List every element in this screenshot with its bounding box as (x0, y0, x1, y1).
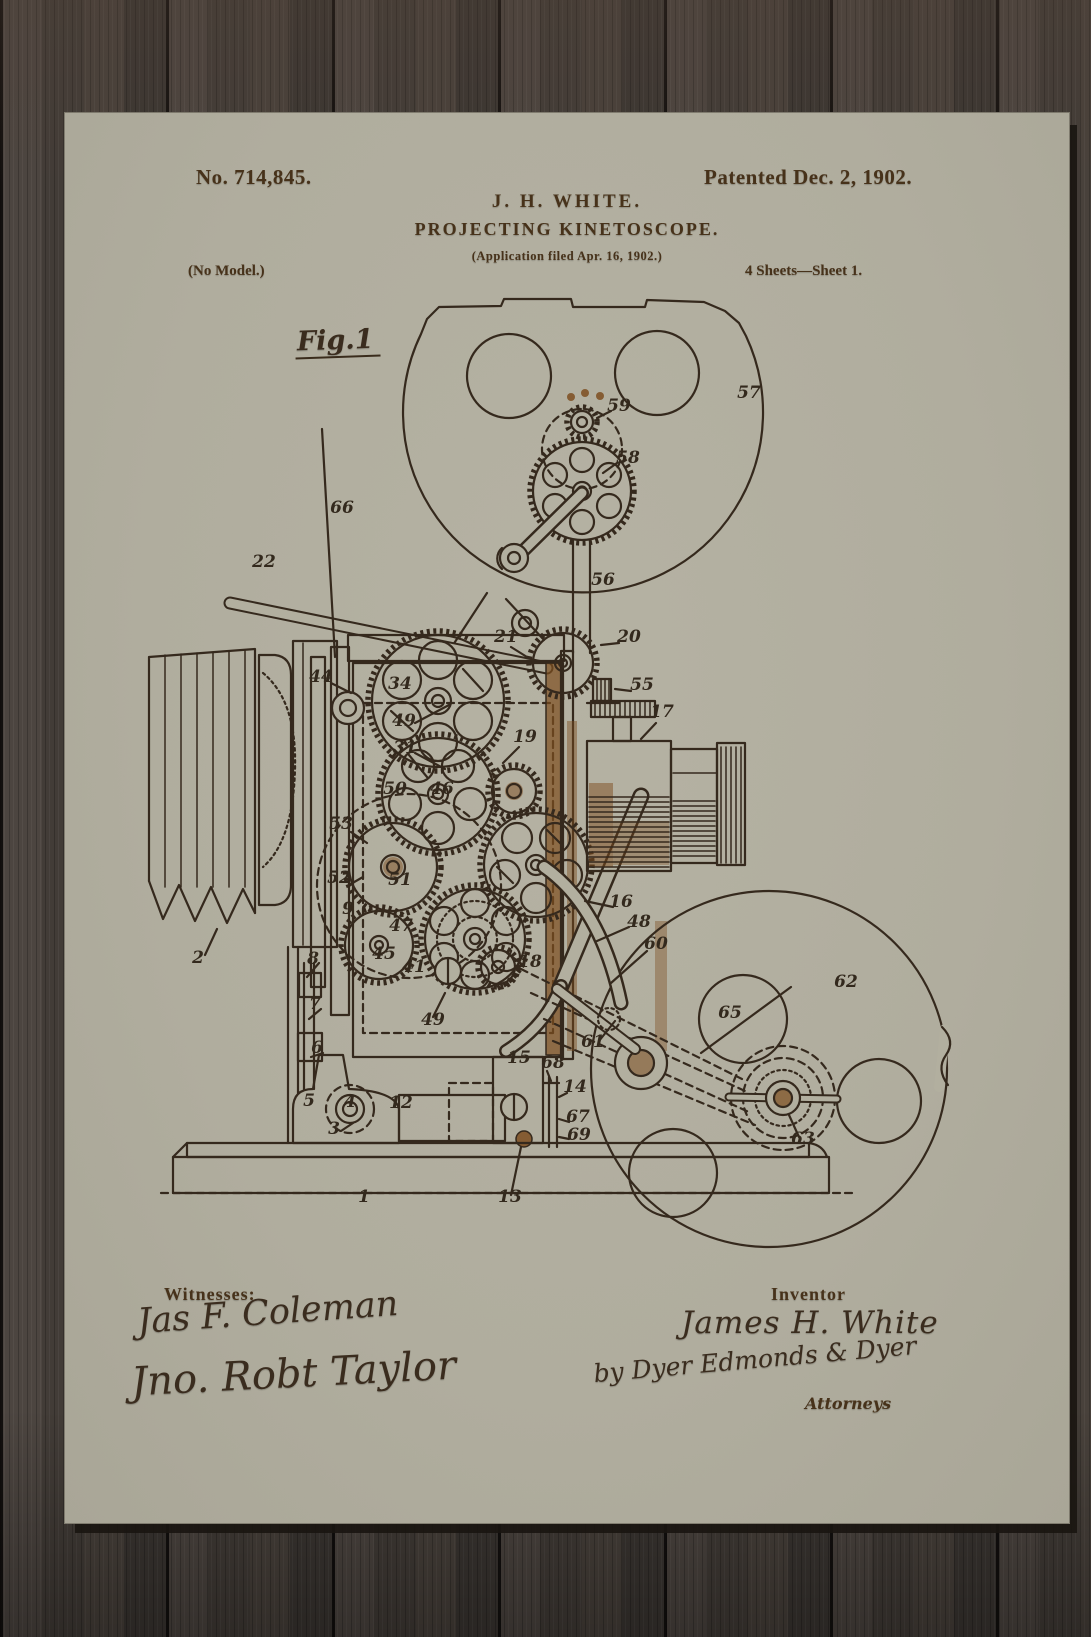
part-label-7: 7 (309, 994, 321, 1014)
attorneys-label: Attorneys (805, 1394, 891, 1413)
part-label-4: 4 (344, 1092, 356, 1112)
part-label-61: 61 (581, 1032, 605, 1052)
part-label-8: 8 (306, 949, 319, 969)
part-label-59: 59 (607, 396, 631, 416)
part-label-69: 69 (567, 1125, 591, 1145)
part-label-34: 34 (388, 674, 412, 694)
part-label-67: 67 (566, 1107, 590, 1127)
part-label-20: 20 (616, 627, 641, 647)
part-label-21: 21 (493, 627, 518, 647)
part-label-41: 41 (402, 957, 426, 977)
part-label-66: 66 (330, 498, 354, 518)
part-label-49: 49 (392, 711, 416, 731)
part-label-14: 14 (563, 1077, 587, 1097)
part-label-57: 57 (737, 383, 761, 403)
part-label-44: 44 (309, 667, 333, 687)
part-label-47: 47 (389, 916, 413, 936)
part-label-52: 52 (327, 868, 351, 888)
part-label-31: 31 (393, 738, 417, 758)
part-label-45: 45 (372, 944, 396, 964)
part-label-2: 2 (191, 948, 204, 968)
part-label-55: 55 (630, 675, 654, 695)
part-label-13: 13 (498, 1187, 522, 1207)
part-label-9: 9 (342, 899, 354, 919)
part-label-12: 12 (389, 1093, 413, 1113)
part-label-3: 3 (328, 1119, 340, 1139)
part-label-63: 63 (791, 1129, 815, 1149)
part-label-58: 58 (616, 448, 640, 468)
part-label-50: 50 (383, 779, 407, 799)
part-label-1: 1 (358, 1187, 370, 1207)
part-label-48: 48 (627, 912, 651, 932)
part-label-6: 6 (311, 1038, 323, 1058)
inventor-heading: Inventor (771, 1284, 846, 1305)
part-label-18: 18 (518, 952, 542, 972)
bellows (149, 641, 337, 1143)
part-label-19: 19 (513, 727, 537, 747)
part-label-17: 17 (650, 702, 674, 722)
part-label-56: 56 (591, 570, 615, 590)
part-label-65: 65 (718, 1003, 742, 1023)
part-label-68: 68 (541, 1053, 565, 1073)
lower-reel (521, 867, 950, 1247)
part-label-60: 60 (644, 934, 668, 954)
part-label-15: 15 (507, 1048, 531, 1068)
top-reel (403, 299, 763, 653)
part-label-22: 22 (251, 552, 276, 572)
lens-assembly (587, 701, 745, 871)
part-label-16: 16 (609, 892, 633, 912)
patent-paper: No. 714,845. Patented Dec. 2, 1902. J. H… (64, 112, 1070, 1524)
part-label-51: 51 (388, 870, 412, 890)
part-label-46: 46 (430, 779, 454, 799)
part-label-62: 62 (834, 972, 858, 992)
part-label-49: 49 (421, 1010, 445, 1030)
part-label-5: 5 (303, 1091, 315, 1111)
part-label-53: 53 (329, 814, 353, 834)
